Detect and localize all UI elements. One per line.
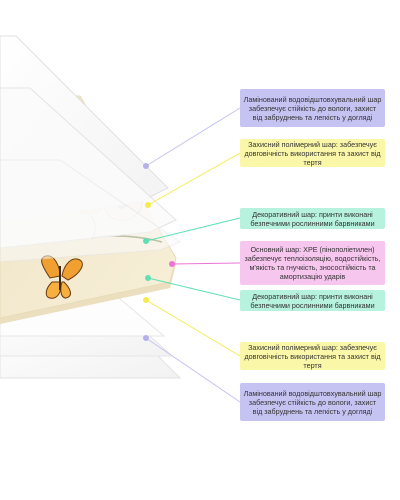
callout-dot	[143, 335, 149, 341]
callout-dot	[145, 202, 151, 208]
label-bottom-decor: Декоративний шар: принти виконані безпеч…	[240, 290, 385, 311]
label-text: Декоративний шар: принти виконані безпеч…	[250, 291, 375, 310]
top-sheets	[0, 35, 182, 263]
label-text: Декоративний шар: принти виконані безпеч…	[250, 209, 375, 228]
callout-dot	[143, 297, 149, 303]
callout-dot	[169, 261, 175, 267]
callout-dot	[145, 275, 151, 281]
sheet-top-decor	[0, 159, 182, 263]
label-text: Ламінований водовідштовхувальний шар заб…	[243, 94, 382, 122]
core-board-edge	[0, 258, 176, 324]
label-top-polymer: Захисний полімерний шар: забезпечує довг…	[240, 139, 385, 167]
butterfly-print	[41, 255, 83, 299]
label-text: Захисний полімерний шар: забезпечує довг…	[244, 342, 381, 370]
label-top-decor: Декоративний шар: принти виконані безпеч…	[240, 208, 385, 229]
label-bottom-polymer: Захисний полімерний шар: забезпечує довг…	[240, 342, 385, 370]
callout-connectors	[143, 107, 241, 403]
label-core: Основний шар: XPE (пінополіетилен) забез…	[240, 241, 385, 285]
callout-dot	[143, 238, 149, 244]
label-bottom-laminate: Ламінований водовідштовхувальний шар заб…	[240, 383, 385, 421]
label-text: Основний шар: XPE (пінополіетилен) забез…	[244, 245, 381, 281]
label-text: Захисний полімерний шар: забезпечує довг…	[244, 139, 381, 167]
label-top-laminate: Ламінований водовідштовхувальний шар заб…	[240, 89, 385, 127]
label-text: Ламінований водовідштовхувальний шар заб…	[243, 388, 382, 416]
callout-dot	[143, 163, 149, 169]
